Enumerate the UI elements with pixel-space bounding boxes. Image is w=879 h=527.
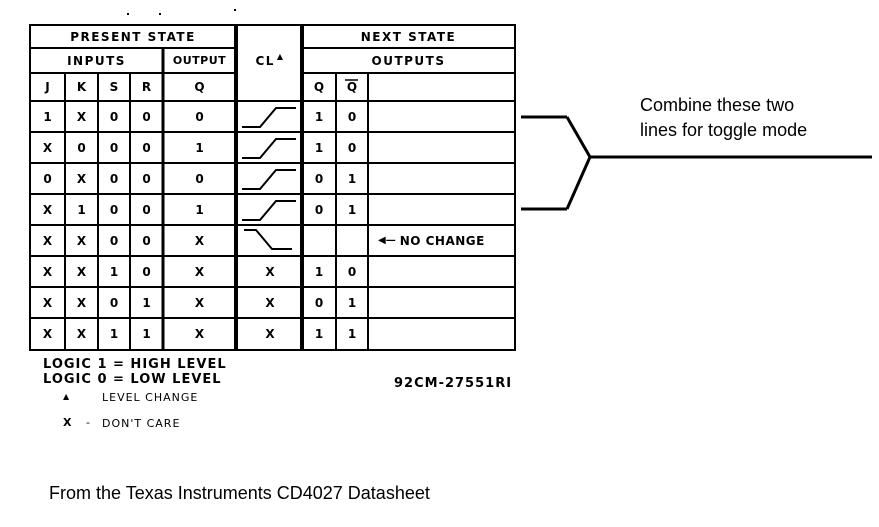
datasheet-caption: From the Texas Instruments CD4027 Datash… bbox=[49, 483, 430, 503]
cell-r: 0 bbox=[142, 233, 151, 248]
col-next-q-bar: Q bbox=[346, 80, 358, 94]
cell-j: X bbox=[42, 140, 53, 155]
cell-s: 1 bbox=[109, 326, 119, 341]
no-change-label: NO CHANGE bbox=[399, 233, 485, 248]
cell-q: X bbox=[194, 295, 205, 310]
no-change-note: ◀—NO CHANGE bbox=[370, 225, 515, 256]
cell-r: 0 bbox=[142, 140, 151, 155]
cell-nqb: 1 bbox=[347, 171, 357, 186]
cell-nq: 0 bbox=[314, 171, 324, 186]
cell-cl: X bbox=[265, 264, 275, 279]
cell-k: X bbox=[76, 109, 87, 124]
cell-k: 1 bbox=[77, 202, 86, 217]
cell-q: X bbox=[194, 326, 205, 341]
legend-dont-care: DON'T CARE bbox=[102, 417, 181, 430]
cell-q: 0 bbox=[195, 109, 204, 124]
col-j: J bbox=[45, 80, 50, 94]
cell-r: 0 bbox=[142, 202, 151, 217]
cell-k: X bbox=[76, 171, 87, 186]
falling-edge-icon bbox=[244, 229, 292, 250]
legend-x-symbol: X bbox=[63, 416, 73, 429]
stray-mark bbox=[127, 13, 129, 15]
stray-mark bbox=[159, 13, 161, 15]
annotation-line2: lines for toggle mode bbox=[640, 120, 808, 140]
cell-s: 0 bbox=[109, 109, 119, 124]
cell-q: 1 bbox=[195, 140, 204, 155]
cell-q: 0 bbox=[195, 171, 204, 186]
cell-r: 0 bbox=[142, 171, 151, 186]
cell-j: X bbox=[42, 233, 53, 248]
col-next-q: Q bbox=[313, 80, 325, 94]
cl-header-label: CL bbox=[255, 53, 275, 68]
cell-nqb: 0 bbox=[347, 140, 357, 155]
legend-dash: - bbox=[86, 416, 91, 429]
legend-level-change: LEVEL CHANGE bbox=[102, 391, 199, 404]
cell-nqb: 1 bbox=[347, 295, 357, 310]
cell-nq: 0 bbox=[314, 202, 324, 217]
cell-j: X bbox=[42, 264, 53, 279]
outputs-header: OUTPUTS bbox=[371, 53, 446, 68]
cell-j: 1 bbox=[43, 109, 52, 124]
cell-k: X bbox=[76, 264, 87, 279]
next-state-header: NEXT STATE bbox=[360, 29, 457, 44]
cell-nqb: 0 bbox=[347, 264, 357, 279]
cell-r: 1 bbox=[142, 326, 151, 341]
arrow-left-icon: ◀— bbox=[378, 235, 396, 246]
cell-q: X bbox=[194, 264, 205, 279]
col-s: S bbox=[109, 80, 119, 94]
cell-k: 0 bbox=[77, 140, 86, 155]
cell-nq: 1 bbox=[314, 140, 324, 155]
annotation-line1: Combine these two bbox=[640, 95, 795, 115]
col-k: K bbox=[76, 80, 87, 94]
cell-r: 0 bbox=[142, 264, 151, 279]
cell-s: 0 bbox=[109, 295, 119, 310]
stray-mark bbox=[234, 9, 236, 11]
rising-edge-icon bbox=[242, 169, 296, 190]
cell-s: 0 bbox=[109, 202, 119, 217]
legend-logic0: LOGIC 0 = LOW LEVEL bbox=[43, 372, 222, 387]
rising-edge-icon bbox=[242, 138, 296, 159]
cell-nq: 1 bbox=[314, 326, 324, 341]
level-change-icon: ▲ bbox=[276, 52, 285, 61]
cell-j: 0 bbox=[43, 171, 52, 186]
cell-j: X bbox=[42, 326, 53, 341]
output-header: OUTPUT bbox=[172, 54, 227, 67]
cell-nq: 1 bbox=[314, 109, 324, 124]
cell-k: X bbox=[76, 326, 87, 341]
cell-s: 0 bbox=[109, 171, 119, 186]
col-r: R bbox=[141, 80, 152, 94]
rising-edge-icon bbox=[242, 200, 296, 221]
cell-r: 0 bbox=[142, 109, 151, 124]
cell-cl: X bbox=[265, 295, 275, 310]
cl-header: CL ▲ bbox=[238, 48, 302, 73]
cell-s: 0 bbox=[109, 140, 119, 155]
cell-s: 0 bbox=[109, 233, 119, 248]
rising-edge-icon bbox=[242, 107, 296, 128]
cell-q: 1 bbox=[195, 202, 204, 217]
level-change-icon: ▲ bbox=[63, 392, 71, 401]
cell-nqb: 1 bbox=[347, 326, 357, 341]
cell-nq: 0 bbox=[314, 295, 324, 310]
figure-code: 92CM-27551RI bbox=[394, 376, 513, 391]
cell-r: 1 bbox=[142, 295, 151, 310]
cell-k: X bbox=[76, 233, 87, 248]
present-state-header: PRESENT STATE bbox=[70, 29, 196, 44]
cell-j: X bbox=[42, 202, 53, 217]
cell-nqb: 1 bbox=[347, 202, 357, 217]
cell-q: X bbox=[194, 233, 205, 248]
annotation-note: Combine these two lines for toggle mode bbox=[640, 93, 807, 143]
cell-k: X bbox=[76, 295, 87, 310]
cell-cl: X bbox=[265, 326, 275, 341]
cell-nqb: 0 bbox=[347, 109, 357, 124]
col-q: Q bbox=[194, 80, 205, 94]
inputs-header: INPUTS bbox=[67, 53, 126, 68]
cell-nq: 1 bbox=[314, 264, 324, 279]
cell-j: X bbox=[42, 295, 53, 310]
cell-s: 1 bbox=[109, 264, 119, 279]
legend-logic1: LOGIC 1 = HIGH LEVEL bbox=[43, 357, 227, 372]
